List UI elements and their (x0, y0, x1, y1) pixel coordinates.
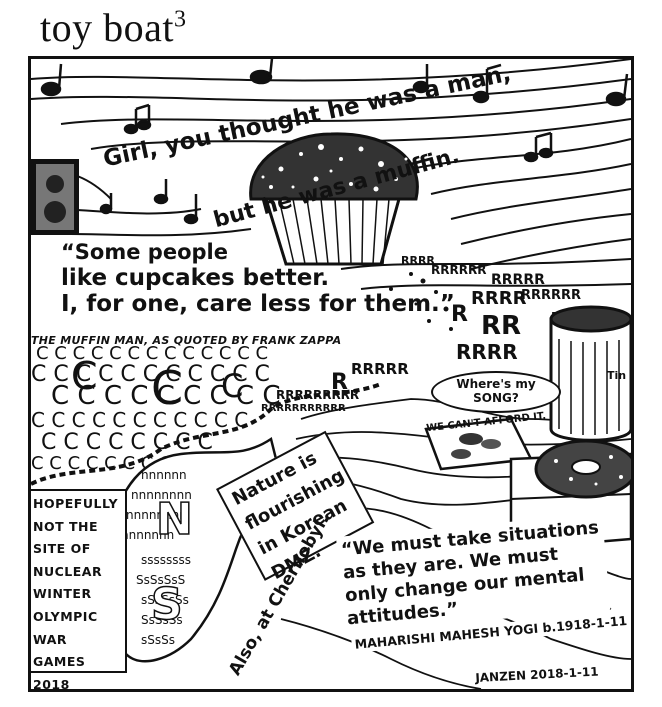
sign-line: WINTER (33, 586, 92, 602)
sign-line: GAMES (33, 654, 86, 670)
sign-nuclear-winter: HOPEFULLY NOT THE SITE OF NUCLEAR WINTER… (31, 489, 127, 689)
svg-text:C C C C C C C C: C C C C C C C C (41, 430, 213, 455)
tin-can-icon (549, 305, 631, 442)
dmz-dashed-line (31, 382, 382, 486)
music-note-icon (183, 194, 199, 225)
svg-text:R: R (451, 302, 468, 327)
tin-label: Tin (607, 369, 627, 382)
coin-tray (424, 417, 533, 471)
svg-text:C C C C C C C C C C C: C C C C C C C C C C C (31, 362, 270, 387)
svg-text:sSsSsSs: sSsSsSs (141, 593, 189, 607)
svg-text:RRRR: RRRR (471, 288, 527, 309)
svg-text:RRRRRRRRRRR: RRRRRRRRRRR (261, 403, 346, 414)
music-note-icon (523, 131, 554, 163)
music-note-icon (605, 73, 629, 107)
svg-text:C C C C C C C C C C C C C: C C C C C C C C C C C C C (36, 343, 268, 364)
speech-bubble: Where's my SONG? (431, 371, 561, 413)
svg-text:nnnnnnnn: nnnnnnnn (126, 508, 187, 522)
svg-text:RRRRRR: RRRRRR (431, 263, 486, 277)
zappa-quote-line-2: like cupcakes better. (61, 265, 330, 291)
svg-text:nnnnnn: nnnnnn (141, 468, 187, 482)
svg-text:SsSsSs: SsSsSs (141, 613, 183, 627)
title-superscript: 3 (173, 6, 187, 33)
zappa-quote: “Some people like cupcakes better. I, fo… (61, 239, 455, 317)
svg-text:C: C (221, 367, 243, 405)
svg-text:RRRR: RRRR (456, 340, 518, 364)
svg-text:RR: RR (481, 311, 521, 341)
svg-text:SsSsSsS: SsSsSsS (136, 573, 185, 587)
svg-text:C C C C C C C C C: C C C C C C C C C (51, 381, 281, 411)
svg-text:ssssssss: ssssssss (141, 553, 191, 567)
speaker-icon (31, 159, 79, 235)
svg-text:C C C C C C C C C C C: C C C C C C C C C C C (31, 408, 248, 432)
svg-text:RRRR: RRRR (401, 254, 435, 267)
music-note-icon (249, 59, 274, 85)
svg-text:N: N (156, 494, 193, 545)
comic-title: toy boat3 (40, 6, 186, 50)
svg-text:sSsSs: sSsSs (141, 633, 175, 647)
svg-text:S: S (151, 579, 183, 630)
music-note-icon (123, 103, 152, 135)
muffin-illustration (249, 132, 419, 266)
svg-text:C C C C C C C C: C C C C C C C C (31, 453, 172, 474)
speech-bubble-text: Where's my SONG? (456, 377, 536, 405)
sign-line: NUCLEAR (33, 563, 103, 579)
svg-text:C: C (151, 361, 183, 415)
title-text: toy boat (40, 5, 174, 50)
svg-text:RRRRR: RRRRR (351, 360, 409, 378)
zappa-attribution: THE MUFFIN MAN, AS QUOTED BY FRANK ZAPPA (31, 334, 342, 347)
sign-line: NOT THE (33, 518, 98, 534)
svg-text:R: R (331, 370, 348, 395)
music-note-icon (153, 179, 169, 205)
sign-line: OLYMPIC (33, 608, 98, 624)
music-note-icon (40, 63, 63, 97)
sign-line: WAR (33, 631, 68, 647)
music-note-icon (472, 63, 502, 104)
music-note-icon (99, 193, 113, 215)
svg-text:RRRRRR: RRRRRR (521, 288, 581, 303)
zappa-quote-line-1: “Some people (61, 240, 228, 264)
svg-text:C: C (71, 354, 98, 398)
svg-text:RRRRR: RRRRR (491, 272, 545, 288)
sign-line: SITE OF (33, 541, 91, 557)
sign-line: 2018 (33, 676, 70, 692)
sign-line: HOPEFULLY (33, 496, 119, 511)
c-letter-pattern: C C C C C C C C C C C C C C C C C C C C … (31, 343, 281, 474)
music-note-icon (412, 64, 430, 94)
svg-text:nnnnnnn: nnnnnnn (121, 528, 174, 542)
zappa-quote-line-3: I, for one, care less for them.” (61, 291, 455, 317)
svg-text:nnnnnnnn: nnnnnnnn (131, 488, 192, 502)
